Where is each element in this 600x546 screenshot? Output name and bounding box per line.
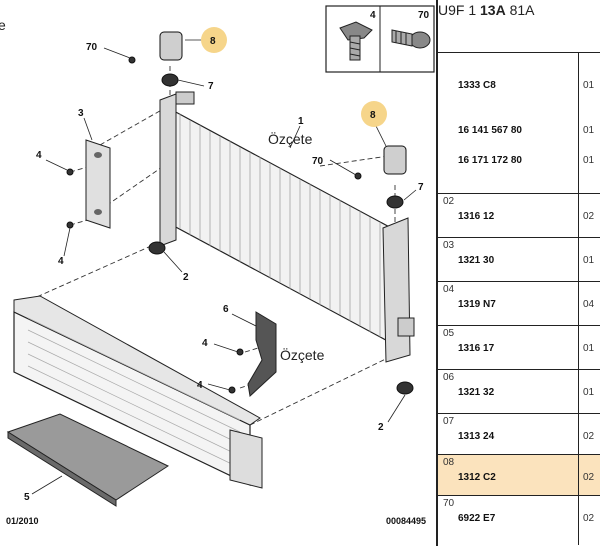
part-ref: 16 171 172 80: [458, 155, 522, 166]
part-qty: 01: [583, 155, 595, 166]
exploded-diagram: 4 70: [6, 5, 435, 507]
part-ref: 6922 E7: [458, 513, 496, 524]
ref-suffix: 81A: [509, 2, 535, 18]
clipped-text: e: [0, 17, 6, 33]
callout-bubble-8b: [361, 101, 387, 127]
part-ref: 1316 17: [458, 343, 495, 354]
part-ref: 1321 30: [458, 255, 495, 266]
part-ref: 1316 12: [458, 211, 495, 222]
callout-8b: 8: [370, 110, 376, 121]
parts-row-06[interactable]: 06 1321 32 01: [438, 370, 600, 414]
parts-row-04[interactable]: 04 1319 N7 04: [438, 282, 600, 326]
callout-4d: 4: [197, 380, 203, 391]
part-position: 06: [443, 372, 455, 383]
parts-row-07[interactable]: 07 1313 24 02: [438, 414, 600, 455]
callout-1: 1: [298, 116, 304, 127]
leader-lines: [31, 39, 417, 495]
part-qty: 01: [583, 125, 595, 136]
inset-label-70: 70: [418, 10, 430, 21]
ref-bold: 13A: [480, 2, 506, 18]
callout-7b: 7: [418, 182, 424, 193]
diagram-reference: U9F 1 13A 81A: [438, 2, 535, 18]
callout-70b: 70: [312, 156, 324, 167]
part-qty: 01: [583, 80, 595, 91]
part-position: 03: [443, 240, 455, 251]
part-qty: 01: [583, 255, 595, 266]
callout-70a: 70: [86, 42, 98, 53]
callout-4c: 4: [202, 338, 208, 349]
part-qty: 02: [583, 513, 595, 524]
inset-label-4: 4: [370, 10, 376, 21]
callout-bubble-8a: [201, 27, 227, 53]
part-ref: 1333 C8: [458, 80, 496, 91]
part-qty: 01: [583, 387, 595, 398]
part-position: 02: [443, 196, 455, 207]
callout-8a: 8: [210, 36, 216, 47]
part-position: 70: [443, 498, 455, 509]
part-position: 07: [443, 416, 455, 427]
callout-4b: 4: [58, 256, 64, 267]
parts-list: 1333 C8 01 16 141 567 80 01 16 171 172 8…: [436, 52, 600, 546]
parts-row-70[interactable]: 70 6922 E7 02: [438, 496, 600, 545]
callout-2a: 2: [183, 272, 189, 283]
part-position: 04: [443, 284, 455, 295]
diagram-code: 00084495: [386, 516, 427, 526]
handwritten-note-b: Özçete: [280, 346, 325, 363]
part-position: 08: [443, 457, 455, 468]
part-ref: 16 141 567 80: [458, 125, 522, 136]
callout-7a: 7: [208, 81, 214, 92]
mounts: [66, 31, 414, 395]
intercooler: [13, 295, 263, 489]
ref-prefix: U9F 1: [438, 2, 477, 18]
part-position: 05: [443, 328, 455, 339]
fastener-inset: 4 70: [325, 5, 435, 73]
part-qty: 01: [583, 343, 595, 354]
callout-4a: 4: [36, 150, 42, 161]
parts-row-01[interactable]: 1333 C8 01 16 141 567 80 01 16 171 172 8…: [438, 53, 600, 194]
foam-mat-5: [6, 413, 170, 507]
parts-row-03[interactable]: 03 1321 30 01: [438, 238, 600, 282]
part-ref: 1313 24: [458, 431, 495, 442]
side-deflector-3: [85, 139, 111, 229]
part-qty: 04: [583, 299, 595, 310]
parts-row-08-highlighted[interactable]: 08 1312 C2 02: [438, 455, 600, 496]
part-ref: 1321 32: [458, 387, 495, 398]
callout-5: 5: [24, 492, 30, 503]
handwritten-note-a: Özçete: [268, 130, 313, 147]
radiator: [159, 91, 415, 363]
part-ref: 1312 C2: [458, 472, 496, 483]
screw-4-icon: [339, 21, 373, 61]
part-qty: 02: [583, 431, 595, 442]
callout-2b: 2: [378, 422, 384, 433]
callout-6: 6: [223, 304, 229, 315]
panel-separator: [436, 0, 438, 52]
part-ref: 1319 N7: [458, 299, 496, 310]
part-qty: 02: [583, 472, 595, 483]
bolt-70-icon: [391, 29, 431, 49]
diagram-date: 01/2010: [6, 516, 39, 526]
callout-3: 3: [78, 108, 84, 119]
deflector-6: [247, 311, 277, 397]
parts-row-05[interactable]: 05 1316 17 01: [438, 326, 600, 370]
parts-row-02[interactable]: 02 1316 12 02: [438, 194, 600, 238]
part-qty: 02: [583, 211, 595, 222]
